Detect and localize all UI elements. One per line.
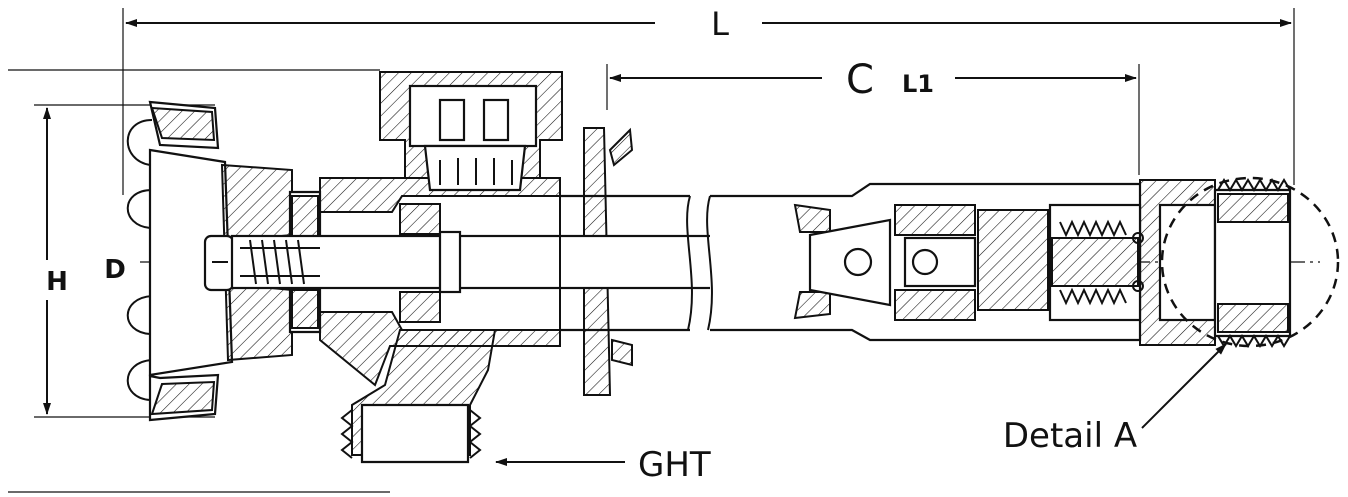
- label-l1: L1: [902, 70, 934, 98]
- detail-a-leader: [1141, 343, 1227, 429]
- label-ght: GHT: [638, 445, 711, 485]
- label-c: C: [846, 57, 874, 103]
- label-detail-a: Detail A: [1003, 416, 1137, 456]
- end-fitting: [1139, 178, 1292, 348]
- handle-wheel: [126, 100, 293, 422]
- dimension-l: [122, 8, 1295, 195]
- valve-body: [288, 71, 634, 464]
- label-d: D: [104, 255, 126, 285]
- internal-cartridge: [793, 203, 1144, 322]
- label-l: L: [711, 5, 729, 43]
- detail-a-circle: [1160, 176, 1340, 348]
- dimension-c-l1: [606, 64, 1140, 175]
- label-h: H: [46, 267, 68, 297]
- dimension-h: [8, 69, 390, 493]
